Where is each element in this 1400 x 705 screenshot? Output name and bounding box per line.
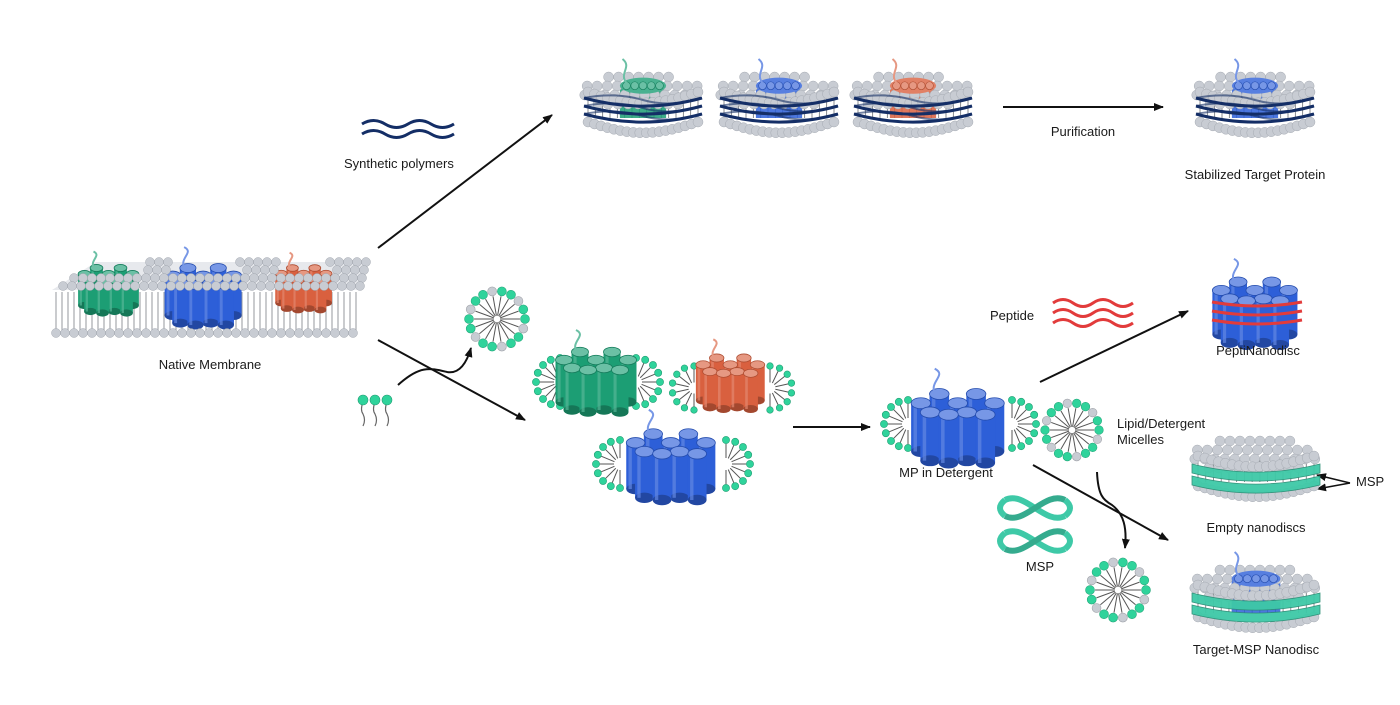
peptide-label: Peptide <box>990 308 1034 323</box>
disc-protein-top <box>619 58 667 94</box>
solubilized-protein-red <box>668 338 796 414</box>
native-membrane-label: Native Membrane <box>159 357 262 372</box>
arrow-to-peptinanodisc <box>1039 310 1189 383</box>
peptinanodisc-label: PeptiNanodisc <box>1216 343 1300 358</box>
empty-nanodisc <box>1189 435 1321 503</box>
target-msp-nanodisc <box>1189 551 1321 634</box>
lipid-detergent-micelle <box>1040 398 1104 462</box>
empty-nanodiscs-label: Empty nanodiscs <box>1207 520 1306 535</box>
polymer-disc-red <box>849 58 974 139</box>
mp-in-detergent <box>880 367 1040 469</box>
mp-in-detergent-label: MP in Detergent <box>899 465 993 480</box>
polymer-disc-blue <box>715 58 840 139</box>
synthetic-polymers-icon <box>361 119 455 139</box>
detergent-molecules <box>357 394 393 427</box>
msp-label-right: MSP <box>1356 474 1384 489</box>
arrow-to-detergent-solubilization <box>377 339 526 421</box>
target-msp-nanodisc-label: Target-MSP Nanodisc <box>1193 642 1320 657</box>
synthetic-polymers-label: Synthetic polymers <box>344 156 454 171</box>
disc-protein-top <box>755 58 803 94</box>
arrow-micelles-to-msp-exchange <box>1096 471 1130 549</box>
stabilized-target-protein-disc <box>1191 58 1316 139</box>
msp-label-bottom: MSP <box>1026 559 1054 574</box>
disc-protein-top <box>1231 58 1279 94</box>
arrow-to-target-msp-nanodisc <box>1032 464 1169 541</box>
arrows <box>377 103 1351 549</box>
peptide-icon <box>1052 298 1134 328</box>
arrow-msp-pointer-lower <box>1316 482 1351 492</box>
labels: Synthetic polymers Purification Stabiliz… <box>159 124 1384 657</box>
lipid-detergent-label-line1: Lipid/Detergent <box>1117 416 1206 431</box>
released-micelle-bottom <box>1085 557 1151 623</box>
peptinanodisc <box>1211 258 1303 350</box>
arrow-msp-pointer-upper <box>1316 473 1351 484</box>
solubilized-protein-blue <box>592 408 754 506</box>
disc-protein-top <box>889 58 937 94</box>
polymer-disc-green <box>579 58 704 139</box>
purification-label: Purification <box>1051 124 1115 139</box>
lipid-detergent-label-line2: Micelles <box>1117 432 1164 447</box>
empty-micelle-top <box>464 286 530 352</box>
msp-proteins <box>997 495 1073 554</box>
arrow-detergent-to-micelle <box>397 347 473 386</box>
graphics-layer <box>51 58 1321 634</box>
arrow-to-polymer-discs <box>377 114 553 249</box>
disc-protein-top <box>1231 551 1281 587</box>
native-membrane <box>51 246 371 338</box>
solubilized-protein-green <box>532 329 664 417</box>
stabilized-target-protein-label: Stabilized Target Protein <box>1185 167 1326 182</box>
